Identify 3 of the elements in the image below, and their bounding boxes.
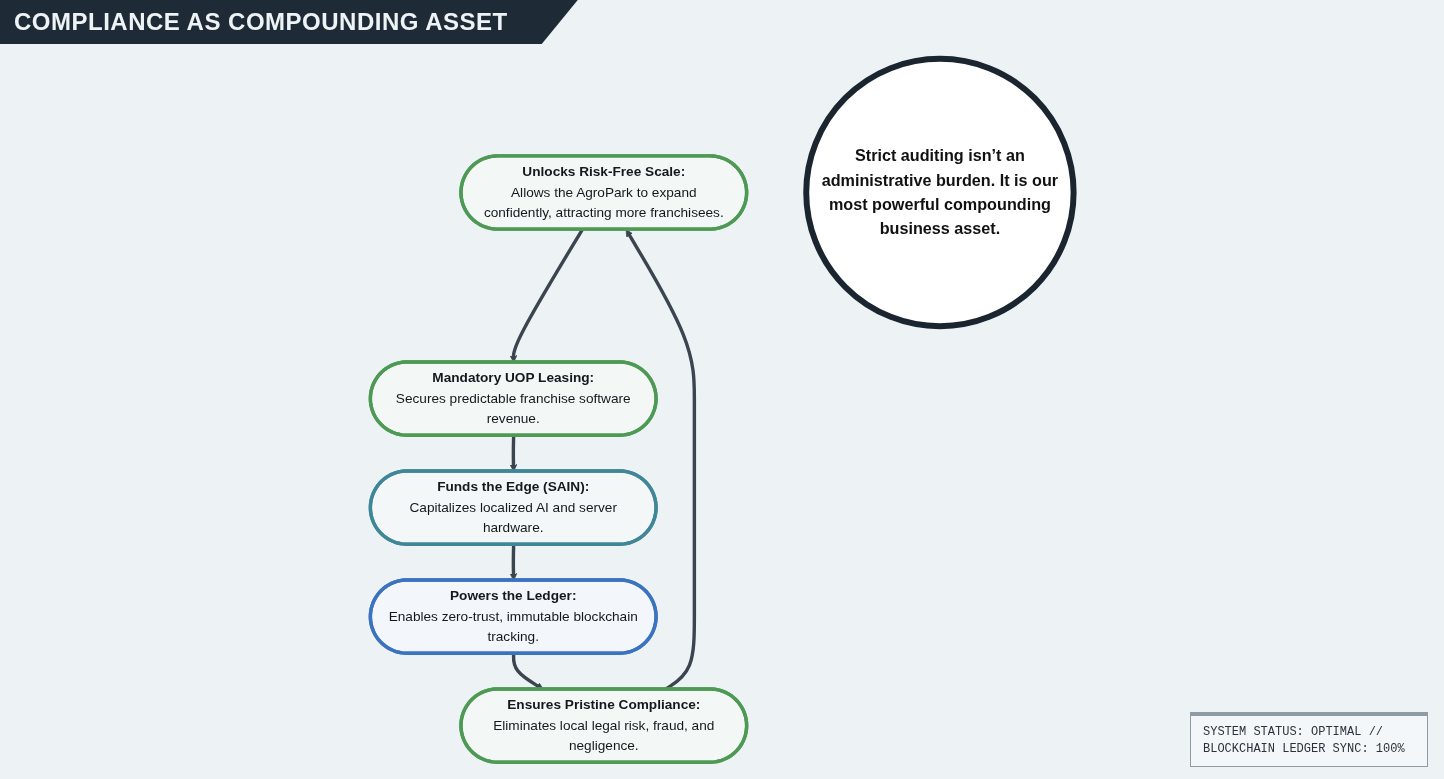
title-banner: COMPLIANCE AS COMPOUNDING ASSET bbox=[0, 0, 578, 44]
node-circle: Strict auditing isn’t an administrative burden. It is our most powerful compounding business asset. bbox=[803, 55, 1077, 330]
status-readout: SYSTEM STATUS: OPTIMAL // BLOCKCHAIN LEDGER SYNC: 100% bbox=[1190, 712, 1428, 767]
